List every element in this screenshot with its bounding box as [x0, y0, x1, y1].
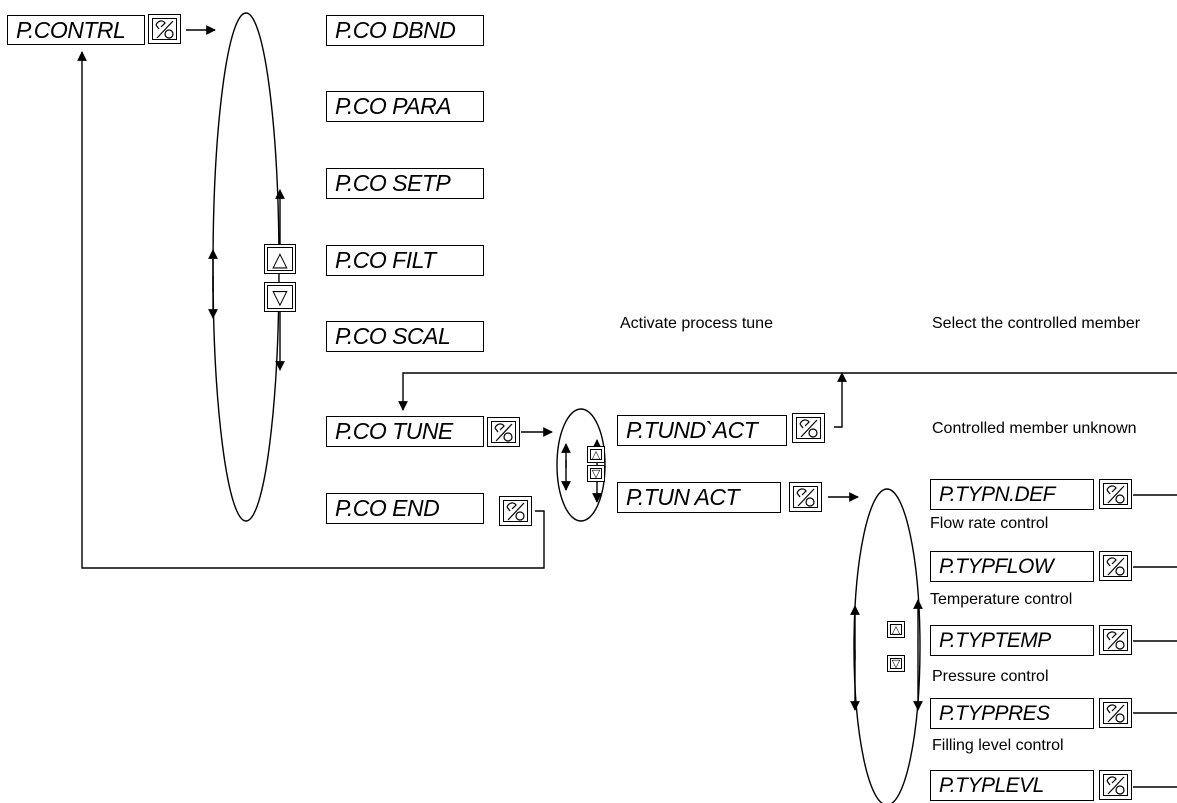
member-type-temp[interactable]: P.TYPTEMP [930, 625, 1094, 656]
tune-option-tund-act[interactable]: P.TUND`ACT [617, 415, 787, 446]
member-caption-levl: Filling level control [932, 737, 1064, 754]
return-to-root-line [77, 51, 545, 569]
hand-enter-key-icon[interactable] [789, 482, 822, 512]
menu-root-box: P.CONTRL [7, 15, 145, 45]
menu-item-scal[interactable]: P.CO SCAL [326, 321, 484, 352]
member-type-levl[interactable]: P.TYPLEVL [930, 770, 1094, 801]
menu-item-filt[interactable]: P.CO FILT [326, 245, 484, 276]
member-caption-pres: Pressure control [932, 668, 1049, 685]
down-arrow-key-icon[interactable]: ▽ [264, 282, 296, 312]
tune-loop [556, 408, 606, 522]
up-arrow-key-icon[interactable]: △ [264, 244, 296, 274]
hand-enter-key-icon[interactable] [1099, 698, 1132, 728]
member-return-line [398, 372, 1177, 411]
member-loop [853, 488, 921, 803]
member-caption-temp: Temperature control [930, 591, 1073, 608]
down-arrow-key-icon[interactable]: ▽ [587, 465, 605, 482]
tune-option-tun-act[interactable]: P.TUN ACT [617, 482, 781, 513]
hand-enter-key-icon[interactable] [1099, 551, 1132, 581]
menu-item-tune[interactable]: P.CO TUNE [326, 416, 484, 447]
hand-enter-key-icon[interactable] [1099, 625, 1132, 655]
menu-item-para[interactable]: P.CO PARA [326, 91, 484, 122]
down-arrow-key-icon[interactable]: ▽ [887, 655, 905, 672]
hand-enter-key-icon[interactable] [499, 496, 532, 526]
member-type-pres[interactable]: P.TYPPRES [930, 698, 1094, 729]
member-caption-unknown: Controlled member unknown [932, 420, 1137, 437]
member-caption-flow: Flow rate control [930, 515, 1049, 532]
member-type-ndef[interactable]: P.TYPN.DEF [930, 479, 1094, 510]
menu-item-dbnd[interactable]: P.CO DBND [326, 15, 484, 46]
hand-enter-key-icon[interactable] [487, 417, 520, 447]
menu-item-setp[interactable]: P.CO SETP [326, 168, 484, 199]
up-arrow-key-icon[interactable]: △ [887, 621, 905, 638]
menu-item-end[interactable]: P.CO END [326, 493, 484, 524]
hand-enter-key-icon[interactable] [148, 14, 181, 44]
hand-enter-key-icon[interactable] [1099, 479, 1132, 509]
activate-tune-label: Activate process tune [620, 315, 773, 332]
hand-enter-key-icon[interactable] [792, 413, 825, 443]
select-member-label: Select the controlled member [932, 315, 1141, 332]
member-type-flow[interactable]: P.TYPFLOW [930, 551, 1094, 582]
hand-enter-key-icon[interactable] [1099, 770, 1132, 800]
up-arrow-key-icon[interactable]: △ [587, 446, 605, 463]
